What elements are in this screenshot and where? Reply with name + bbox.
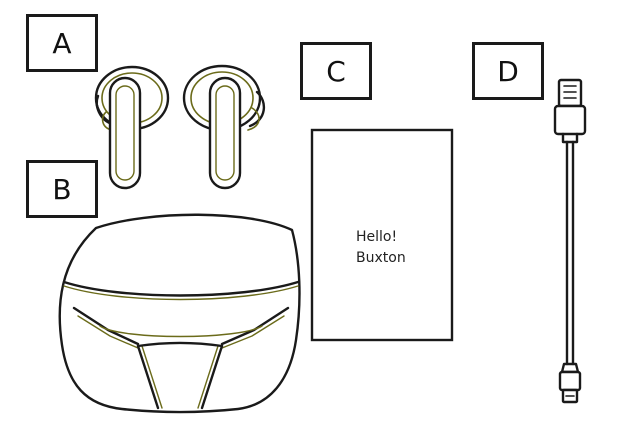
usb-cable-icon	[553, 78, 587, 404]
label-a-box: A	[26, 14, 98, 72]
label-d-text: D	[497, 54, 519, 88]
label-c-box: C	[300, 42, 372, 100]
earbuds-icon	[94, 64, 266, 190]
label-d-box: D	[472, 42, 544, 100]
charging-case-icon	[58, 213, 301, 414]
card-name-line: Buxton	[356, 250, 406, 266]
label-c-text: C	[326, 54, 346, 88]
greeting-card-icon	[310, 128, 454, 342]
left-earbud	[94, 65, 170, 190]
label-b-text: B	[52, 172, 72, 206]
greeting-card-text: Hello! Buxton	[356, 227, 406, 269]
card-greeting-line: Hello!	[356, 229, 398, 245]
right-earbud	[182, 64, 266, 190]
label-b-box: B	[26, 160, 98, 218]
label-a-text: A	[52, 26, 72, 60]
